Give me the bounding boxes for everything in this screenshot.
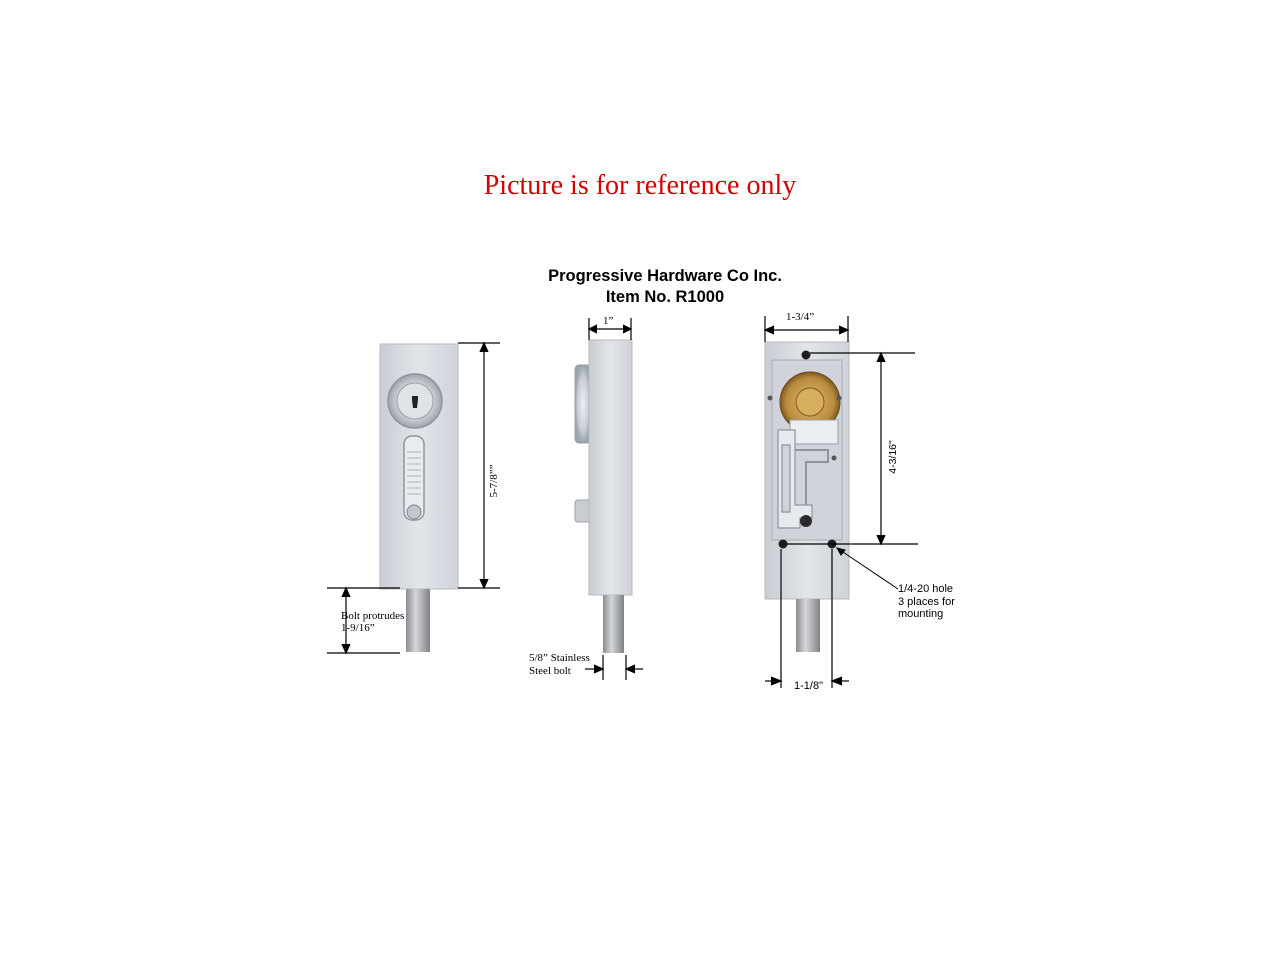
mount-hole-top xyxy=(801,350,811,360)
bolt-protrudes-label-line1: Bolt protrudes xyxy=(341,610,404,622)
keyhole xyxy=(412,396,418,408)
hole-label-line1: 1/4-20 hole xyxy=(898,583,953,595)
cam-plate xyxy=(789,419,839,445)
bolt-protrusion-dimension xyxy=(327,586,400,655)
brass-plug xyxy=(795,387,825,417)
side-depth-dimension xyxy=(587,318,633,340)
side-bolt-label-line2: Steel bolt xyxy=(529,665,571,677)
hole-label-line3: mounting xyxy=(898,608,943,620)
side-bolt-label-line1: 5/8” Stainless xyxy=(529,652,590,664)
side-view: 1” 5/8” Stainless Steel bolt xyxy=(529,315,643,680)
reference-notice: Picture is for reference only xyxy=(483,170,797,201)
company-name: Progressive Hardware Co Inc. xyxy=(548,267,782,285)
back-width-label: 1-3/4” xyxy=(786,311,814,323)
rivet-1 xyxy=(767,395,773,401)
latch-arm xyxy=(795,449,829,505)
hole-leader xyxy=(835,547,899,590)
side-bolt xyxy=(603,595,624,653)
back-bolt xyxy=(796,599,820,652)
slot-knob xyxy=(406,504,422,520)
side-depth-label: 1” xyxy=(603,315,614,327)
side-bolt-dimension xyxy=(585,655,643,680)
front-bolt xyxy=(406,589,430,652)
front-view: 5-7/8”” Bolt protrudes 1-9/16” xyxy=(327,341,500,655)
diagram-header: Progressive Hardware Co Inc. Item No. R1… xyxy=(465,266,865,308)
rivet-3 xyxy=(831,455,837,461)
back-view: 1-3/4” 4-3/16" 1/4-20 hole 3 places for … xyxy=(763,311,955,692)
side-lock-body xyxy=(588,339,633,596)
bolt-slot xyxy=(403,435,425,521)
bolt-protrudes-label-line2: 1-9/16” xyxy=(341,622,375,634)
hole-spacing-label: 4-3/16" xyxy=(887,440,899,474)
hole-label-line2: 3 places for xyxy=(898,596,955,608)
mount-hole-left xyxy=(778,539,788,549)
bottom-spacing-dimension xyxy=(765,549,849,688)
bottom-spacing-label: 1-1/8" xyxy=(794,680,823,692)
back-width-dimension xyxy=(763,316,850,342)
slot-spring xyxy=(407,451,421,495)
rivet-2 xyxy=(836,395,842,401)
front-height-label: 5-7/8”” xyxy=(488,464,500,497)
lever-pin xyxy=(800,515,812,527)
hole-spacing-dimension xyxy=(786,351,918,546)
front-height-dimension xyxy=(458,341,500,590)
latch-lever xyxy=(777,429,813,529)
item-number: Item No. R1000 xyxy=(605,288,725,306)
